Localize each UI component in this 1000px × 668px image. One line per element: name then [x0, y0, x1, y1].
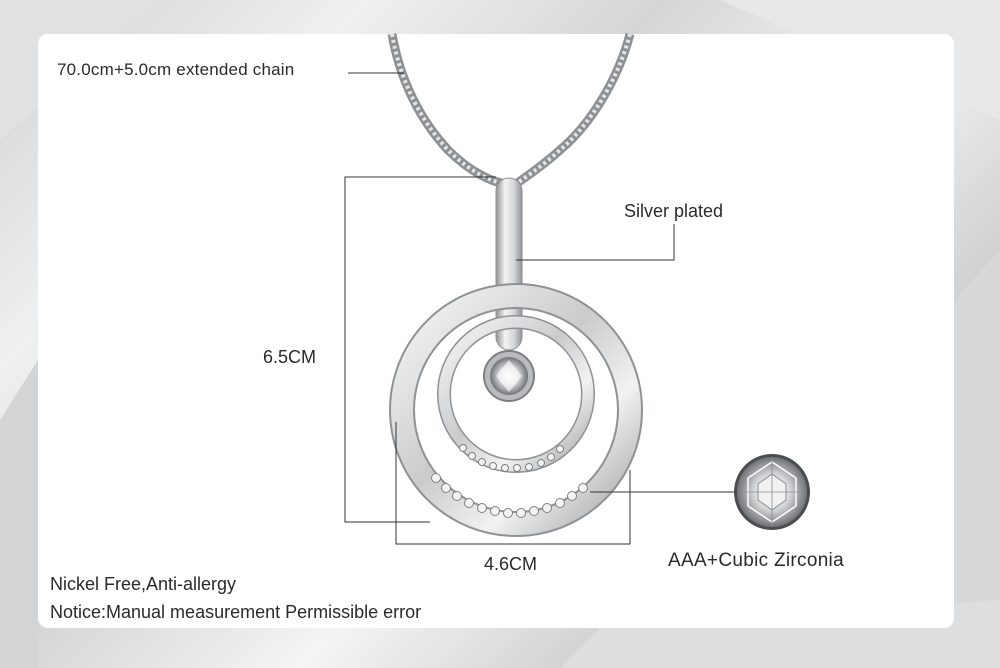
height-label: 6.5CM — [263, 347, 317, 367]
stone-label: AAA+Cubic Zirconia — [668, 550, 844, 571]
width-label: 4.6CM — [484, 554, 538, 574]
measurement-notice: Notice:Manual measurement Permissible er… — [50, 602, 422, 622]
dimension-lines — [344, 72, 734, 545]
center-gem — [483, 350, 535, 402]
nickel-free-note: Nickel Free,Anti-allergy — [50, 574, 237, 594]
pave-stones — [431, 444, 588, 518]
zirconia-closeup — [734, 454, 810, 530]
outer-ring — [389, 283, 643, 537]
plating-label: Silver plated — [624, 201, 724, 221]
chain — [387, 32, 635, 189]
chain-length-label: 70.0cm+5.0cm extended chain — [57, 60, 295, 79]
